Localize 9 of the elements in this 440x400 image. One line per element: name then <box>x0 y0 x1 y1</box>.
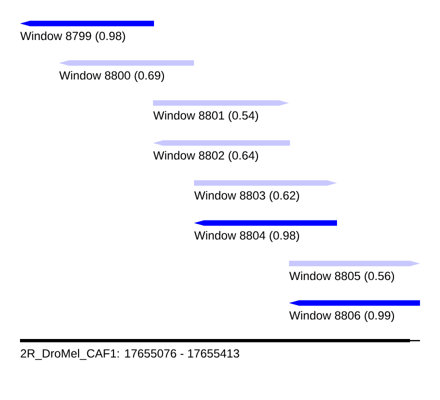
feature-label: Window 8803 (0.62) <box>194 190 300 202</box>
feature-label: Window 8799 (0.98) <box>20 31 126 42</box>
range-label: 2R_DroMel_CAF1: 17655076 - 17655413 <box>20 348 240 360</box>
feature-label: Window 8801 (0.54) <box>153 110 258 122</box>
feature-label: Window 8800 (0.69) <box>59 70 164 82</box>
feature-label: Window 8805 (0.56) <box>289 271 394 282</box>
feature-label: Window 8804 (0.98) <box>194 230 300 242</box>
feature-label: Window 8806 (0.99) <box>289 310 394 322</box>
feature-label: Window 8802 (0.64) <box>153 150 258 162</box>
